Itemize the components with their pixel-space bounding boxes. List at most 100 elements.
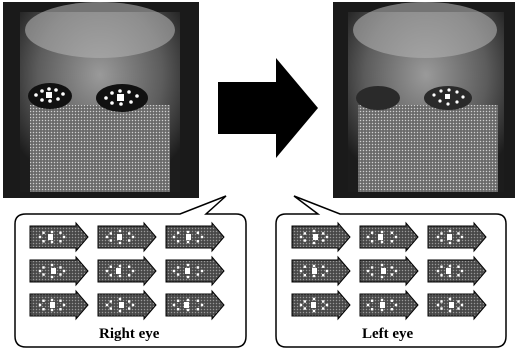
eye-feature-dot — [118, 241, 122, 245]
eye-thumbnail-arrow-tile — [29, 221, 89, 253]
right-eye-label: Right eye — [99, 326, 160, 342]
eye-feature-dot — [312, 297, 316, 301]
eye-thumbnail-arrow-tile — [165, 289, 225, 321]
eye-feature-dot — [109, 265, 113, 268]
eye-feature-dot — [176, 273, 180, 276]
eye-feature-dot — [42, 240, 45, 243]
eye-feature-dot — [457, 232, 460, 235]
eye-feature-dot — [436, 303, 440, 307]
eye-pupil-marker — [313, 234, 318, 240]
eye-pupil-marker — [312, 268, 317, 274]
eye-thumbnail-arrow-tile — [359, 255, 419, 287]
eye-feature-dot — [127, 265, 131, 268]
eye-feature-dot — [390, 273, 394, 276]
eye-feature-dot — [186, 240, 190, 244]
eye-feature-dot — [390, 308, 394, 311]
eye-feature-dot — [118, 297, 122, 301]
eye-feature-dot — [38, 235, 42, 239]
eye-feature-dot — [186, 275, 190, 279]
eye-thumbnail-arrow-tile — [427, 289, 487, 321]
eye-feature-dots-remaining — [432, 88, 465, 106]
eye-feature-dot — [131, 235, 135, 239]
eye-feature-dot — [109, 307, 113, 310]
eye-feature-dot — [440, 265, 443, 268]
eye-pupil-marker — [184, 302, 189, 308]
eye-sequence-grid-left — [291, 221, 487, 321]
eye-feature-dot — [321, 274, 325, 277]
eye-thumbnail-arrow-tile — [97, 221, 157, 253]
eye-feature-dot — [440, 300, 443, 303]
eye-thumbnail-arrow-tile — [291, 255, 351, 287]
eye-feature-dot — [303, 307, 307, 310]
eye-thumbnail-arrow-tile — [97, 255, 157, 287]
eye-feature-dot — [109, 300, 113, 303]
eye-feature-dot — [109, 239, 113, 242]
eye-feature-dot — [176, 308, 180, 311]
eye-pupil-marker — [446, 268, 451, 274]
eye-feature-dot — [50, 275, 54, 279]
eye-feature-dot — [127, 232, 131, 235]
eye-feature-dot — [50, 308, 54, 312]
eye-thumbnail-arrow-tile — [165, 221, 225, 253]
eye-pupil-marker — [378, 234, 383, 240]
eye-feature-dot — [394, 303, 398, 307]
eye-feature-dot — [42, 266, 45, 269]
eye-feature-dot — [370, 273, 374, 276]
eye-feature-dot — [299, 303, 303, 307]
eye-feature-dot — [172, 269, 176, 273]
eye-feature-dot — [303, 274, 307, 277]
eye-feature-dot — [380, 298, 384, 302]
eye-thumbnail-arrow-tile — [165, 255, 225, 287]
eye-feature-dot — [127, 239, 131, 242]
eye-feature-dot — [186, 308, 190, 312]
eye-feature-dot — [38, 269, 42, 273]
eye-feature-dot — [50, 230, 54, 234]
eye-feature-dot — [172, 303, 176, 307]
eye-feature-dot — [321, 300, 325, 303]
eye-pupil-marker — [311, 302, 316, 308]
eye-feature-dot — [196, 231, 200, 234]
eye-feature-dot — [436, 269, 440, 273]
eye-feature-dot — [312, 241, 316, 245]
eye-feature-dot — [370, 266, 374, 269]
eye-pupil-marker — [185, 268, 190, 274]
eye-feature-dot — [448, 264, 452, 268]
eye-feature-dot — [196, 266, 200, 269]
eye-feature-dot — [200, 269, 204, 273]
eye-feature-dot — [440, 239, 443, 242]
eye-feature-dot — [186, 230, 190, 234]
eye-pupil-marker — [447, 234, 452, 240]
eye-pupil-marker — [186, 234, 191, 240]
eye-feature-dot — [440, 274, 443, 277]
eye-pupil-marker — [117, 234, 122, 240]
eye-feature-dot — [366, 269, 370, 273]
eye-feature-dot — [380, 230, 384, 234]
eye-feature-dot — [118, 229, 122, 233]
eye-feature-dot — [321, 307, 325, 310]
eye-feature-dot — [303, 265, 307, 268]
eye-feature-dot — [366, 235, 370, 239]
eye-feature-dot — [390, 266, 394, 269]
eye-pupil-marker — [380, 302, 385, 308]
eye-feature-dot — [390, 231, 394, 234]
eye-feature-dot — [325, 235, 329, 239]
eye-feature-dot — [448, 229, 452, 233]
eye-pupil-marker — [50, 302, 55, 308]
eye-feature-dot — [299, 269, 303, 273]
eye-pupil-marker — [449, 302, 454, 308]
eye-sequence-grid-right — [29, 221, 225, 321]
eye-feature-dot — [200, 235, 204, 239]
eye-thumbnail-arrow-tile — [291, 221, 351, 253]
eye-thumbnail-arrow-tile — [427, 255, 487, 287]
eye-feature-dot — [457, 239, 460, 242]
eye-feature-dot — [436, 235, 440, 239]
eye-feature-dot — [62, 269, 66, 273]
eye-thumbnail-arrow-tile — [29, 289, 89, 321]
eye-feature-dot — [127, 307, 131, 310]
eye-feature-dot — [390, 240, 394, 243]
eye-feature-dot — [394, 269, 398, 273]
eye-feature-dot — [59, 266, 62, 269]
face-image-before — [3, 2, 199, 198]
eye-feature-dot — [366, 303, 370, 307]
